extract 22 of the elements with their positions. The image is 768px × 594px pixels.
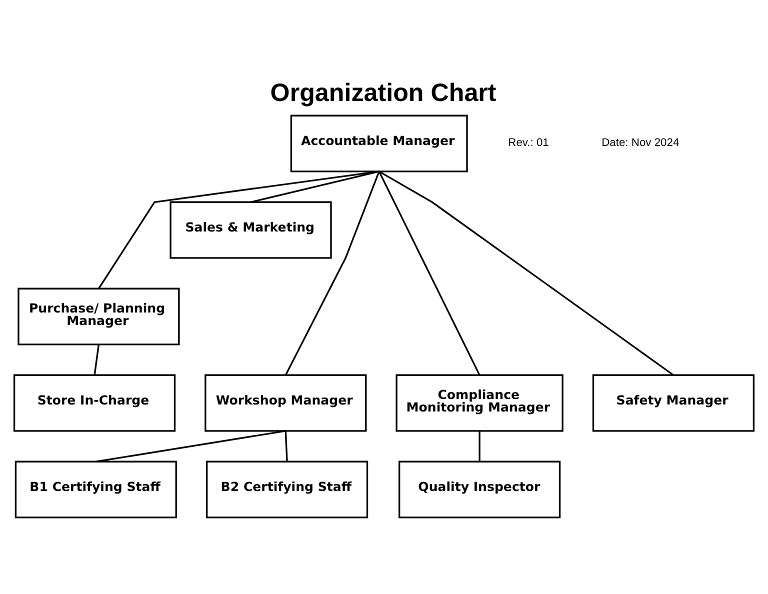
- node-box: Quality Inspector: [398, 460, 561, 518]
- node-box: Accountable Manager: [290, 114, 468, 172]
- node-box: B1 Certifying Staff: [14, 460, 177, 518]
- node-box: Workshop Manager: [204, 374, 367, 432]
- connector: [284, 430, 288, 462]
- node-box: Purchase/ Planning Manager: [18, 288, 180, 346]
- connector: [378, 170, 674, 376]
- connector: [96, 430, 286, 462]
- label: Date: Nov 2024: [602, 137, 680, 150]
- connector: [94, 344, 100, 376]
- diagram-title: Organization Chart: [270, 78, 496, 107]
- label: Rev.: 01: [508, 137, 549, 150]
- node-box: Compliance Monitoring Manager: [396, 374, 564, 432]
- connector: [378, 171, 480, 376]
- node-box: Sales & Marketing: [170, 201, 332, 259]
- connector: [478, 430, 480, 462]
- connector: [98, 170, 380, 290]
- node-box: B2 Certifying Staff: [206, 460, 368, 518]
- node-box: Safety Manager: [592, 374, 755, 432]
- connector: [250, 170, 380, 203]
- connector: [284, 171, 380, 376]
- node-box: Store In-Charge: [13, 374, 176, 432]
